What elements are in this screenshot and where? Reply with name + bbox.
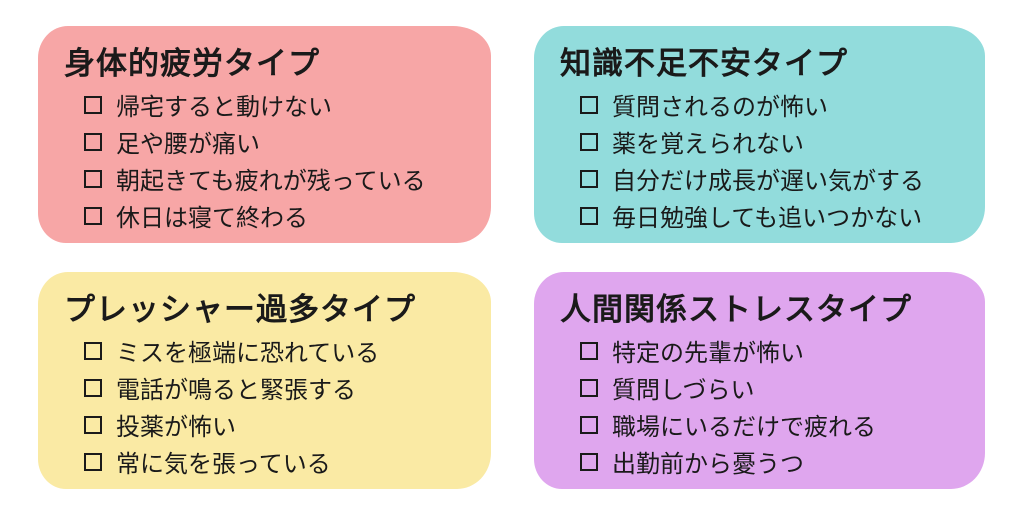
item-label: 出勤前から憂うつ (612, 450, 804, 478)
card-title: 身体的疲労タイプ (64, 46, 320, 82)
checkbox-icon[interactable] (84, 341, 102, 360)
checklist: ミスを極端に恐れている 電話が鳴ると緊張する 投薬が怖い 常に気を張っている (84, 332, 379, 480)
item-label: 自分だけ成長が遅い気がする (612, 167, 924, 195)
checklist-item[interactable]: 投薬が怖い (84, 406, 379, 443)
checklist-item[interactable]: 特定の先輩が怖い (580, 332, 876, 369)
checklist-item[interactable]: 出勤前から憂うつ (580, 443, 876, 480)
item-label: 足や腰が痛い (116, 130, 260, 158)
checkbox-icon[interactable] (580, 132, 598, 151)
checkbox-icon[interactable] (580, 378, 598, 397)
item-label: 休日は寝て終わる (116, 204, 308, 232)
checkbox-icon[interactable] (84, 206, 102, 225)
checklist-item[interactable]: 足や腰が痛い (84, 123, 426, 160)
checkbox-icon[interactable] (84, 452, 102, 471)
item-label: ミスを極端に恐れている (116, 339, 380, 367)
card-title: プレッシャー過多タイプ (64, 292, 416, 328)
checkbox-icon[interactable] (84, 132, 102, 151)
item-label: 特定の先輩が怖い (612, 339, 804, 367)
checklist-item[interactable]: 毎日勉強しても追いつかない (580, 197, 924, 234)
checklist-item[interactable]: 質問されるのが怖い (580, 86, 924, 123)
checklist-item[interactable]: 薬を覚えられない (580, 123, 924, 160)
checklist: 質問されるのが怖い 薬を覚えられない 自分だけ成長が遅い気がする 毎日勉強しても… (580, 86, 924, 234)
card-knowledge-anxiety: 知識不足不安タイプ 質問されるのが怖い 薬を覚えられない 自分だけ成長が遅い気が… (534, 26, 985, 243)
item-label: 毎日勉強しても追いつかない (612, 204, 923, 232)
checkbox-icon[interactable] (84, 378, 102, 397)
item-label: 職場にいるだけで疲れる (612, 413, 876, 441)
checkbox-icon[interactable] (84, 415, 102, 434)
checkbox-icon[interactable] (580, 452, 598, 471)
checkbox-icon[interactable] (580, 415, 598, 434)
checkbox-icon[interactable] (84, 169, 102, 188)
item-label: 薬を覚えられない (612, 130, 804, 158)
item-label: 質問されるのが怖い (612, 93, 828, 121)
item-label: 帰宅すると動けない (116, 93, 332, 121)
checklist-item[interactable]: 自分だけ成長が遅い気がする (580, 160, 924, 197)
card-title: 知識不足不安タイプ (560, 46, 848, 82)
card-physical-fatigue: 身体的疲労タイプ 帰宅すると動けない 足や腰が痛い 朝起きても疲れが残っている … (38, 26, 491, 243)
checklist: 特定の先輩が怖い 質問しづらい 職場にいるだけで疲れる 出勤前から憂うつ (580, 332, 876, 480)
item-label: 常に気を張っている (116, 450, 331, 478)
checklist-item[interactable]: ミスを極端に恐れている (84, 332, 379, 369)
checkbox-icon[interactable] (580, 95, 598, 114)
card-pressure-overload: プレッシャー過多タイプ ミスを極端に恐れている 電話が鳴ると緊張する 投薬が怖い… (38, 272, 491, 489)
checkbox-icon[interactable] (84, 95, 102, 114)
card-relationship-stress: 人間関係ストレスタイプ 特定の先輩が怖い 質問しづらい 職場にいるだけで疲れる … (534, 272, 985, 489)
item-label: 朝起きても疲れが残っている (116, 167, 426, 195)
checklist-item[interactable]: 質問しづらい (580, 369, 876, 406)
checklist-item[interactable]: 常に気を張っている (84, 443, 379, 480)
item-label: 電話が鳴ると緊張する (116, 376, 356, 404)
item-label: 投薬が怖い (116, 413, 236, 441)
checklist-item[interactable]: 朝起きても疲れが残っている (84, 160, 426, 197)
checklist-item[interactable]: 電話が鳴ると緊張する (84, 369, 379, 406)
checklist-item[interactable]: 職場にいるだけで疲れる (580, 406, 876, 443)
checklist: 帰宅すると動けない 足や腰が痛い 朝起きても疲れが残っている 休日は寝て終わる (84, 86, 426, 234)
checkbox-icon[interactable] (580, 341, 598, 360)
checklist-item[interactable]: 帰宅すると動けない (84, 86, 426, 123)
item-label: 質問しづらい (612, 376, 755, 404)
card-title: 人間関係ストレスタイプ (560, 292, 912, 328)
checklist-item[interactable]: 休日は寝て終わる (84, 197, 426, 234)
checkbox-icon[interactable] (580, 206, 598, 225)
checkbox-icon[interactable] (580, 169, 598, 188)
